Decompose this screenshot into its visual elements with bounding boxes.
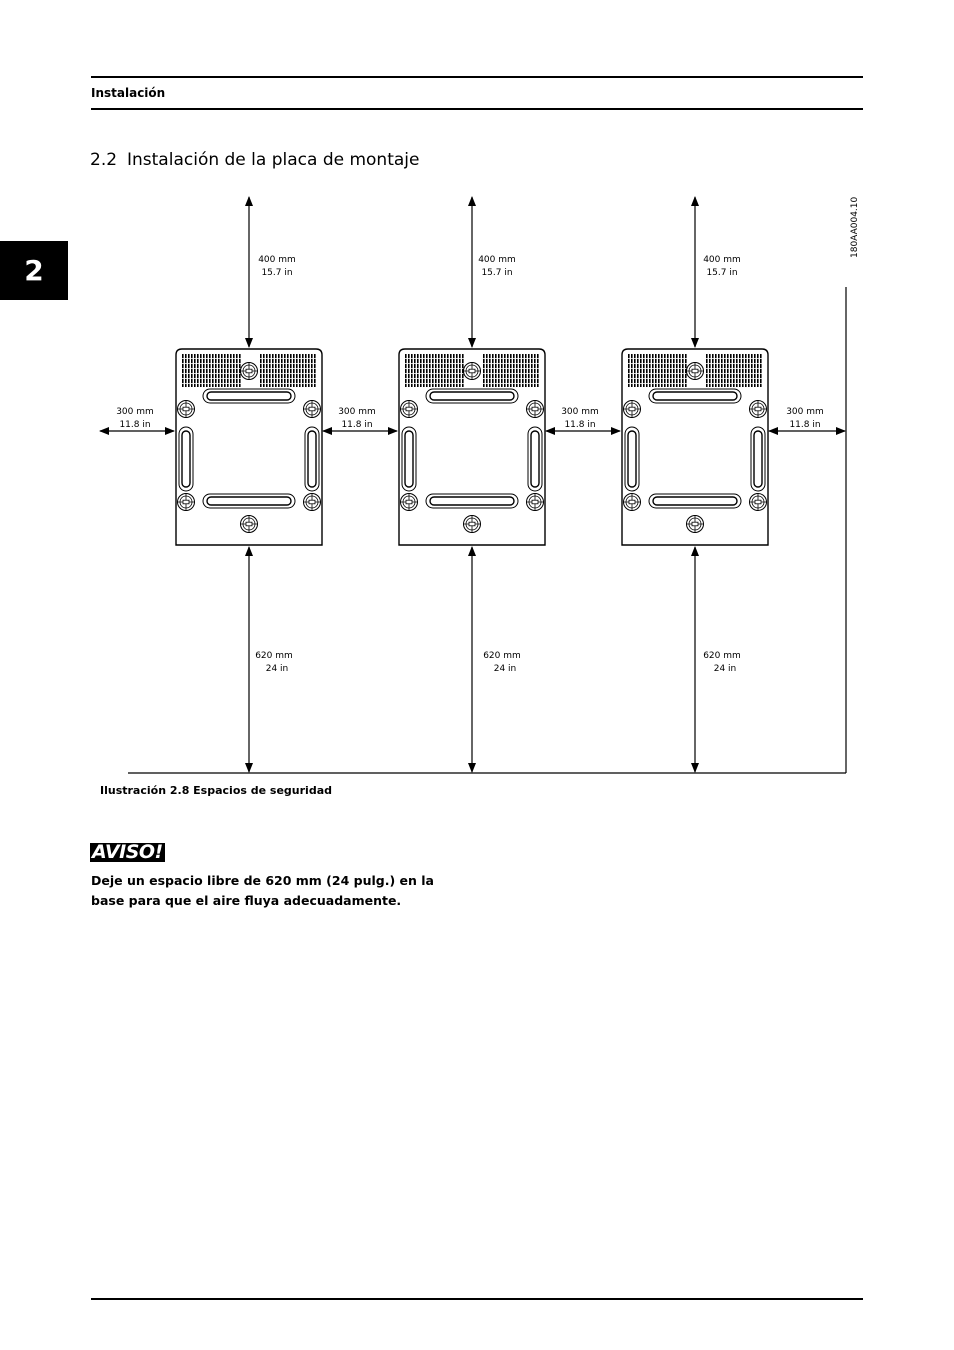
figure-caption: Ilustración 2.8 Espacios de seguridad [100,784,332,797]
notice-text: Deje un espacio libre de 620 mm (24 pulg… [91,873,434,908]
clearance-diagram: 180AA004.10 400 mm 15.7 in 400 mm 15.7 i… [99,196,860,774]
top-clearance-mm-3: 400 mm [703,255,741,265]
chapter-number: 2 [24,254,44,287]
top-clearance-mm-1: 400 mm [258,255,296,265]
top-clearance-in-3: 15.7 in [706,268,737,278]
notice-label: AVISO! [90,841,165,863]
side-clearance-in-1: 11.8 in [119,420,150,430]
side-clearance-in-4: 11.8 in [789,420,820,430]
section-heading: Instalación de la placa de montaje [127,150,420,170]
bottom-clearance-mm-3: 620 mm [703,651,741,661]
section-title: 2.2 Instalación de la placa de montaje [90,150,419,170]
mounting-plate-1 [176,349,322,545]
side-clearance-in-3: 11.8 in [564,420,595,430]
drawing-id: 180AA004.10 [850,196,860,258]
bottom-clearance-mm-2: 620 mm [483,651,521,661]
side-clearance-mm-2: 300 mm [338,407,376,417]
bottom-clearance-in-1: 24 in [266,664,289,674]
chapter-tab: 2 [0,241,68,300]
side-clearance-mm-1: 300 mm [116,407,154,417]
top-clearance-mm-2: 400 mm [478,255,516,265]
side-clearance-mm-3: 300 mm [561,407,599,417]
side-clearance-mm-4: 300 mm [786,407,824,417]
footer-rule [91,1298,863,1300]
top-clearance-in-2: 15.7 in [481,268,512,278]
header-bottom-rule [91,108,863,110]
running-header: Instalación [91,86,166,100]
header-top-rule [91,76,863,78]
bottom-clearance-in-3: 24 in [714,664,737,674]
top-clearance-in-1: 15.7 in [261,268,292,278]
side-clearance-in-2: 11.8 in [341,420,372,430]
bottom-clearance-in-2: 24 in [494,664,517,674]
mounting-plate-2 [399,349,545,545]
mounting-plate-3 [622,349,768,545]
bottom-clearance-mm-1: 620 mm [255,651,293,661]
section-number: 2.2 [90,150,118,170]
